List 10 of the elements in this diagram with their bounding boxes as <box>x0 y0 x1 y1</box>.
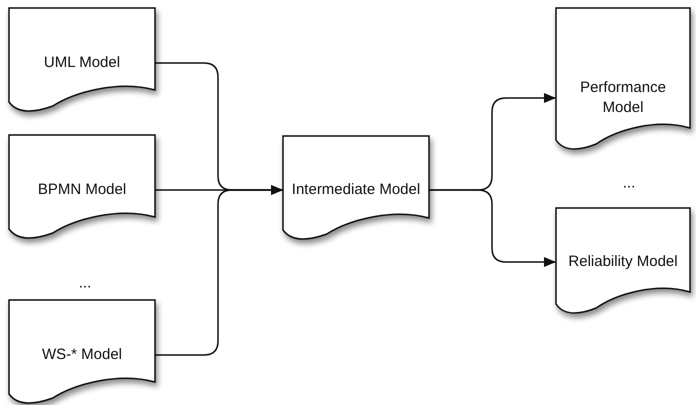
ellipsis-text: ... <box>622 174 636 192</box>
ellipsis-text: ... <box>78 274 92 292</box>
node-label: BPMN Model <box>38 180 126 200</box>
node-label: UML Model <box>44 53 120 73</box>
connector-arrow <box>429 189 556 267</box>
node-label: Reliability Model <box>568 252 678 272</box>
node-label: Performance Model <box>579 78 667 118</box>
node-label: WS-* Model <box>42 345 122 365</box>
node-label: Intermediate Model <box>292 180 420 200</box>
connector-arrow <box>155 185 283 356</box>
